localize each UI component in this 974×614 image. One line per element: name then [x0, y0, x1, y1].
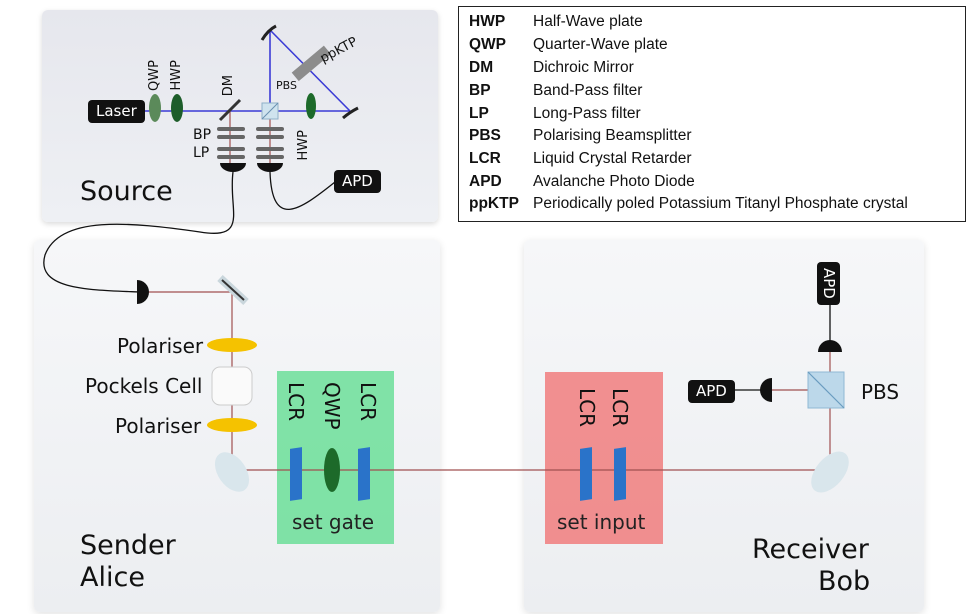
qwp-plate	[324, 448, 340, 492]
lcr-bob1-label: LCR	[575, 388, 599, 428]
lcr1-label: LCR	[284, 382, 308, 422]
lcr-plate	[614, 447, 626, 501]
mirror	[342, 106, 359, 120]
hwp-plate	[306, 93, 316, 119]
bob-title-line1: Receiver	[752, 534, 869, 565]
polariser-bottom-label: Polariser	[115, 414, 202, 438]
fibre	[269, 171, 336, 210]
set-gate-label: set gate	[292, 510, 375, 534]
polariser-top	[207, 338, 257, 352]
dm-label: DM	[221, 75, 236, 97]
set-input-box	[545, 372, 663, 544]
apd-bob-top-label: APD	[817, 262, 840, 305]
fibre-coupler	[818, 340, 842, 352]
pbs-bob-label: PBS	[861, 380, 900, 404]
laser-label: Laser	[88, 100, 145, 123]
lp-label: LP	[193, 145, 210, 161]
lcr2-label: LCR	[356, 382, 380, 422]
apd-source-label: APD	[334, 170, 381, 193]
lcr-plate	[358, 447, 370, 501]
fibre-coupler	[137, 280, 149, 304]
lcr-bob2-label: LCR	[608, 388, 632, 428]
source-title: Source	[80, 176, 173, 207]
alice-title-line1: Sender	[80, 530, 176, 561]
mirror	[811, 451, 849, 493]
pockels-cell	[211, 366, 253, 406]
lcr-plate	[580, 447, 592, 501]
bob-title-line2: Bob	[818, 566, 871, 597]
fibre-coupler	[220, 163, 246, 172]
hwp-label: HWP	[169, 60, 184, 91]
filters	[217, 127, 284, 159]
dichroic-mirror	[218, 98, 242, 122]
pbs-label: PBS	[276, 79, 297, 92]
fibre-coupler	[257, 163, 283, 172]
fibre	[43, 171, 235, 293]
ppktp-crystal	[291, 45, 331, 82]
polariser-top-label: Polariser	[117, 334, 204, 358]
alice-title-line2: Alice	[80, 562, 145, 593]
pockels-label: Pockels Cell	[85, 374, 203, 398]
lcr-plate	[290, 447, 302, 501]
bp-label: BP	[193, 127, 212, 143]
hwp2-label: HWP	[296, 130, 311, 161]
mirror	[214, 452, 250, 492]
qwp-alice-label: QWP	[320, 382, 344, 430]
fibre-coupler	[760, 378, 772, 402]
hwp-plate	[171, 94, 183, 122]
mirror	[260, 24, 277, 41]
polariser-bottom	[207, 418, 257, 432]
qwp-plate	[149, 94, 161, 122]
apd-bob-left-label: APD	[688, 380, 735, 403]
qwp-label: QWP	[147, 60, 162, 91]
set-input-label: set input	[557, 510, 646, 534]
